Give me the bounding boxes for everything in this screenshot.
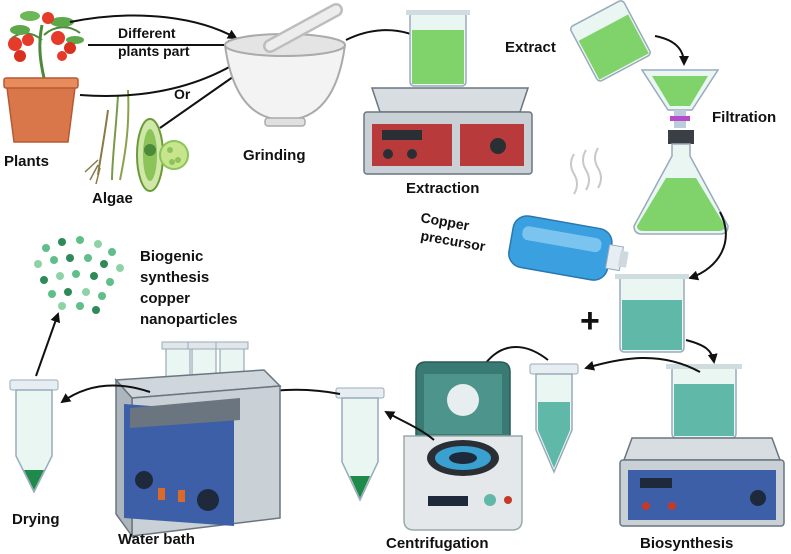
arrow-biosynthesis-to-tube — [584, 357, 701, 373]
nanoparticles-icon — [34, 236, 124, 314]
nanoparticles-label-line1: Biogenic — [140, 248, 203, 265]
or-label: Or — [174, 86, 191, 102]
mortar-pestle-icon — [223, 3, 347, 127]
pellet-tube-icon — [335, 387, 385, 502]
arrow-mixing-to-biosynthesis — [685, 339, 718, 364]
copper-precursor-bottle-icon — [508, 215, 629, 281]
drying-label: Drying — [12, 511, 60, 528]
falcon-tube-icon — [529, 363, 579, 474]
extraction-hotplate-icon — [363, 10, 533, 175]
arrow-centrifuge-to-tube — [384, 411, 435, 441]
mixing-beaker-icon — [615, 274, 689, 353]
different-plants-part-label-line2: plants part — [118, 43, 190, 59]
filtration-label: Filtration — [712, 109, 776, 126]
arrow-drying-to-nanoparticles — [35, 312, 61, 377]
arrow-algae-to-grinding — [159, 70, 242, 129]
extract-label: Extract — [505, 39, 556, 56]
nanoparticles-label-line3: copper — [140, 290, 190, 307]
nanoparticles-label-line2: synthesis — [140, 269, 209, 286]
filtration-funnel-flask-icon — [570, 69, 729, 235]
water-bath-icon — [114, 341, 282, 539]
extract-beaker-icon — [570, 0, 651, 82]
plants-label: Plants — [4, 153, 49, 170]
centrifugation-label: Centrifugation — [386, 535, 489, 552]
copper-precursor-label-line2: precursor — [419, 227, 487, 254]
centrifuge-icon — [403, 361, 523, 531]
arrow-filtration-to-mixing — [688, 211, 727, 281]
arrow-water-bath-to-drying — [60, 384, 151, 404]
nanoparticles-label-line4: nanoparticles — [140, 311, 238, 328]
different-plants-part-label-line1: Different — [118, 25, 176, 41]
plant-pot-icon — [3, 11, 84, 143]
algae-label: Algae — [92, 190, 133, 207]
grinding-label: Grinding — [243, 147, 306, 164]
arrow-extract-to-filtration — [654, 35, 689, 66]
algae-icon — [84, 89, 189, 192]
biosynthesis-stirrer-icon — [619, 364, 785, 527]
drying-tube-icon — [9, 379, 59, 494]
arrow-plants-to-grinding-3 — [79, 60, 240, 97]
plus-sign: + — [580, 302, 600, 340]
arrow-plants-to-grinding-1 — [69, 14, 238, 39]
extraction-label: Extraction — [406, 180, 479, 197]
water-bath-label: Water bath — [118, 531, 195, 548]
biosynthesis-label: Biosynthesis — [640, 535, 733, 552]
